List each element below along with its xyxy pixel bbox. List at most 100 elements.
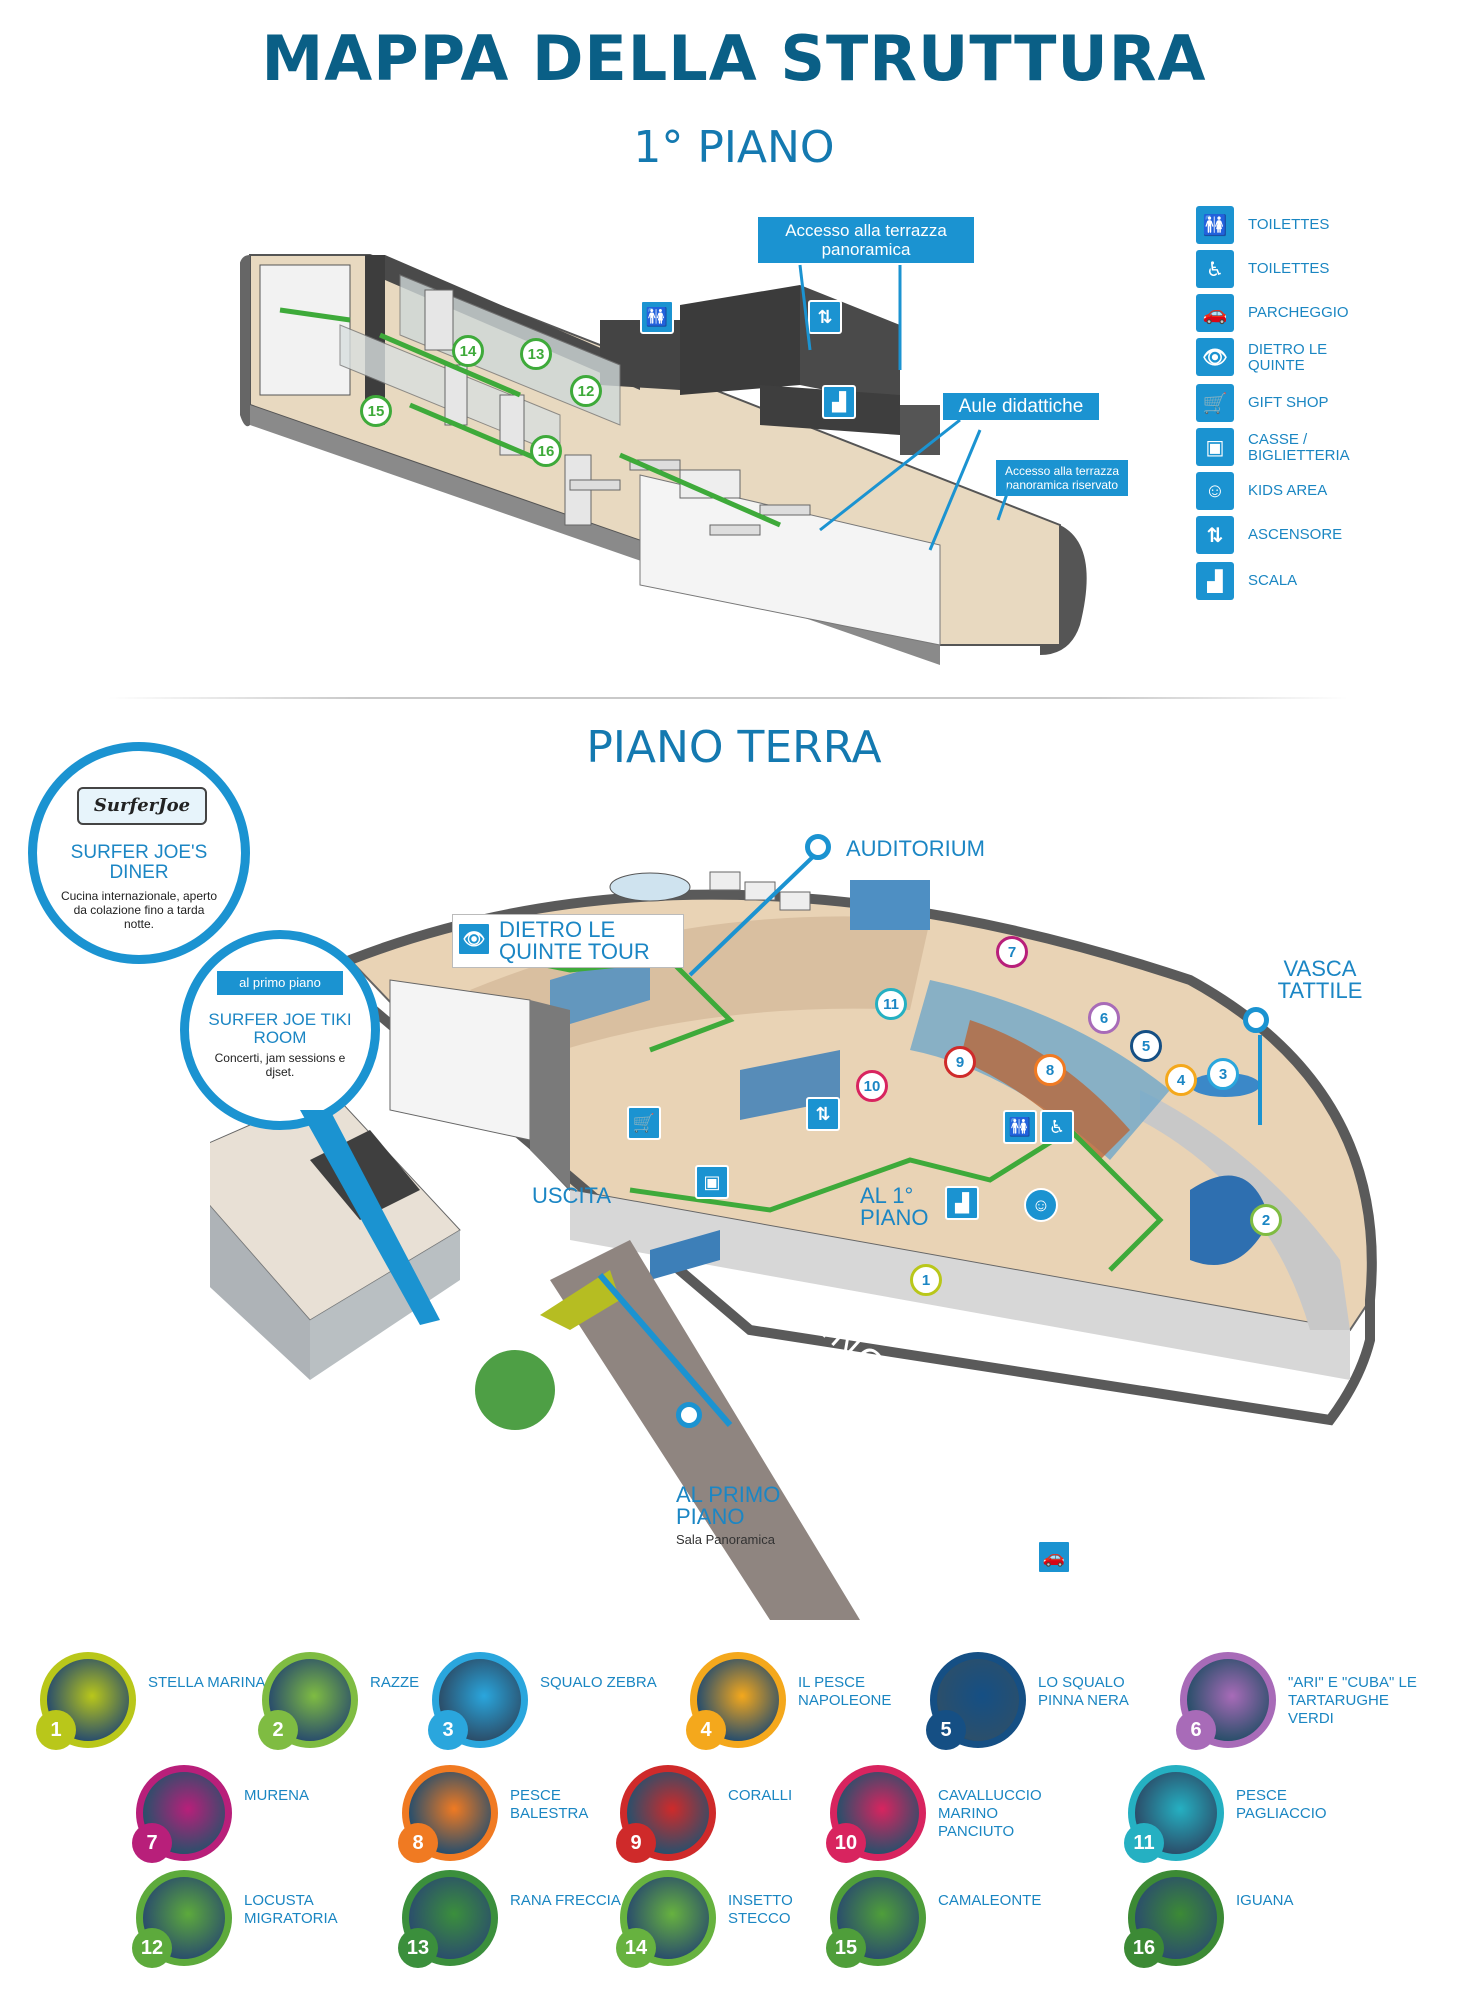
species-number: 5: [926, 1710, 966, 1750]
cart-icon: 🛒: [627, 1106, 661, 1140]
species-label: "ARI" E "CUBA" LE TARTARUGHE VERDI: [1288, 1674, 1417, 1727]
species-number: 14: [616, 1928, 656, 1968]
smiley-icon: ☺: [1196, 472, 1234, 510]
auditorium-label: AUDITORIUM: [846, 836, 985, 861]
legend-elevator: ⇅ ASCENSORE: [1196, 516, 1456, 556]
parking-icon: 🚗: [1196, 294, 1234, 332]
auditorium-pin: [805, 834, 831, 860]
map-marker-12: 12: [570, 375, 602, 407]
legend-toilets: 🚻 TOILETTES: [1196, 206, 1456, 246]
diner-bubble: SurferJoe SURFER JOE'S DINER Cucina inte…: [28, 742, 250, 964]
toilets-icon: 🚻: [1003, 1110, 1037, 1144]
legend-kids-area: ☺ KIDS AREA: [1196, 472, 1456, 512]
species-photo: [262, 1652, 358, 1748]
species-number: 15: [826, 1928, 866, 1968]
accessible-toilet-icon: ♿: [1040, 1110, 1074, 1144]
species-photo: [620, 1870, 716, 1966]
toilets-icon: 🚻: [640, 300, 674, 334]
species-label: CORALLI: [728, 1787, 793, 1804]
species-label: RAZZE: [370, 1674, 420, 1691]
parking-icon: 🚗: [1037, 1540, 1071, 1574]
smiley-icon: ☺: [1024, 1188, 1058, 1222]
species-label: PESCE BALESTRA: [510, 1787, 589, 1822]
exit-label: USCITA: [532, 1183, 612, 1208]
species-number: 11: [1124, 1823, 1164, 1863]
tiki-pointer: [300, 1110, 440, 1325]
species-photo: [1128, 1765, 1224, 1861]
species-label: STELLA MARINA: [148, 1674, 266, 1691]
map-marker-2: 2: [1250, 1204, 1282, 1236]
species-item-10: 10 CAVALLUCCIO MARINO PANCIUTO: [826, 1765, 1060, 1885]
classrooms-label: Aule didattiche: [943, 393, 1099, 420]
species-number: 7: [132, 1823, 172, 1863]
elevator-icon: ⇅: [1196, 516, 1234, 554]
page-title: MAPPA DELLA STRUTTURA: [261, 22, 1207, 95]
toilets-icon: 🚻: [1196, 206, 1234, 244]
map-marker-13: 13: [520, 338, 552, 370]
species-label: MURENA: [244, 1787, 310, 1804]
legend-gift-shop: 🛒 GIFT SHOP: [1196, 384, 1456, 424]
accessible-toilet-icon: ♿: [1196, 250, 1234, 288]
legend-behind-scenes: 👁 DIETRO LE QUINTE: [1196, 338, 1456, 378]
species-number: 13: [398, 1928, 438, 1968]
cart-icon: 🛒: [1196, 384, 1234, 422]
species-label: PESCE PAGLIACCIO: [1236, 1787, 1327, 1822]
map-marker-6: 6: [1088, 1002, 1120, 1034]
species-label: CAVALLUCCIO MARINO PANCIUTO: [938, 1787, 1042, 1840]
first-floor-title: 1° PIANO: [633, 122, 835, 173]
panoramic-room-label: Sala Panoramica: [676, 1532, 775, 1547]
reserved-terrace-label: Accesso alla terrazza panoramica riserva…: [996, 460, 1128, 496]
diner-logo: SurferJoe: [77, 787, 207, 825]
species-number: 4: [686, 1710, 726, 1750]
species-item-3: 3 SQUALO ZEBRA: [428, 1652, 662, 1772]
ground-floor-title: PIANO TERRA: [586, 722, 882, 773]
to-first-floor-label-2: AL PRIMO PIANO: [676, 1482, 781, 1529]
to-first-floor-label: AL 1° PIANO: [860, 1183, 929, 1230]
elevator-icon: ⇅: [806, 1097, 840, 1131]
eye-icon: 👁: [457, 922, 491, 956]
behind-scenes-box: 👁 DIETRO LE QUINTE TOUR: [452, 914, 684, 968]
species-number: 6: [1176, 1710, 1216, 1750]
section-divider: [108, 697, 1348, 699]
species-number: 10: [826, 1823, 866, 1863]
map-marker-10: 10: [856, 1070, 888, 1102]
species-photo: [136, 1765, 232, 1861]
species-label: SQUALO ZEBRA: [540, 1674, 657, 1691]
species-label: LOCUSTA MIGRATORIA: [244, 1892, 338, 1927]
species-number: 2: [258, 1710, 298, 1750]
species-number: 16: [1124, 1928, 1164, 1968]
species-number: 3: [428, 1710, 468, 1750]
map-marker-1: 1: [910, 1264, 942, 1296]
species-item-2: 2 RAZZE: [258, 1652, 492, 1772]
species-photo: [620, 1765, 716, 1861]
first-floor-pin: [676, 1402, 702, 1428]
species-label: RANA FRECCIA: [510, 1892, 621, 1909]
ground-callout-lines: [597, 848, 1262, 1427]
map-marker-9: 9: [944, 1046, 976, 1078]
touch-tank-pin: [1243, 1007, 1269, 1033]
map-marker-16: 16: [530, 435, 562, 467]
map-marker-4: 4: [1165, 1064, 1197, 1096]
species-label: IL PESCE NAPOLEONE: [798, 1674, 892, 1709]
stairs-icon: ▟: [945, 1186, 979, 1220]
stairs-icon: ▟: [1196, 562, 1234, 600]
species-item-11: 11 PESCE PAGLIACCIO: [1124, 1765, 1358, 1885]
tiki-room-bubble: al primo piano SURFER JOE TIKI ROOM Conc…: [180, 930, 380, 1130]
touch-tank-label: VASCA TATTILE: [1277, 956, 1363, 1003]
species-item-6: 6 "ARI" E "CUBA" LE TARTARUGHE VERDI: [1176, 1652, 1417, 1772]
tiki-name: SURFER JOE TIKI ROOM: [208, 1010, 352, 1047]
map-marker-5: 5: [1130, 1030, 1162, 1062]
cash-register-icon: ▣: [1196, 428, 1234, 466]
elevator-icon: ⇅: [808, 300, 842, 334]
tiki-description: Concerti, jam sessions e djset.: [214, 1051, 346, 1079]
tiki-badge: al primo piano: [217, 971, 343, 995]
map-marker-3: 3: [1207, 1058, 1239, 1090]
legend-stairs: ▟ SCALA: [1196, 562, 1456, 602]
eye-icon: 👁: [1196, 338, 1234, 376]
